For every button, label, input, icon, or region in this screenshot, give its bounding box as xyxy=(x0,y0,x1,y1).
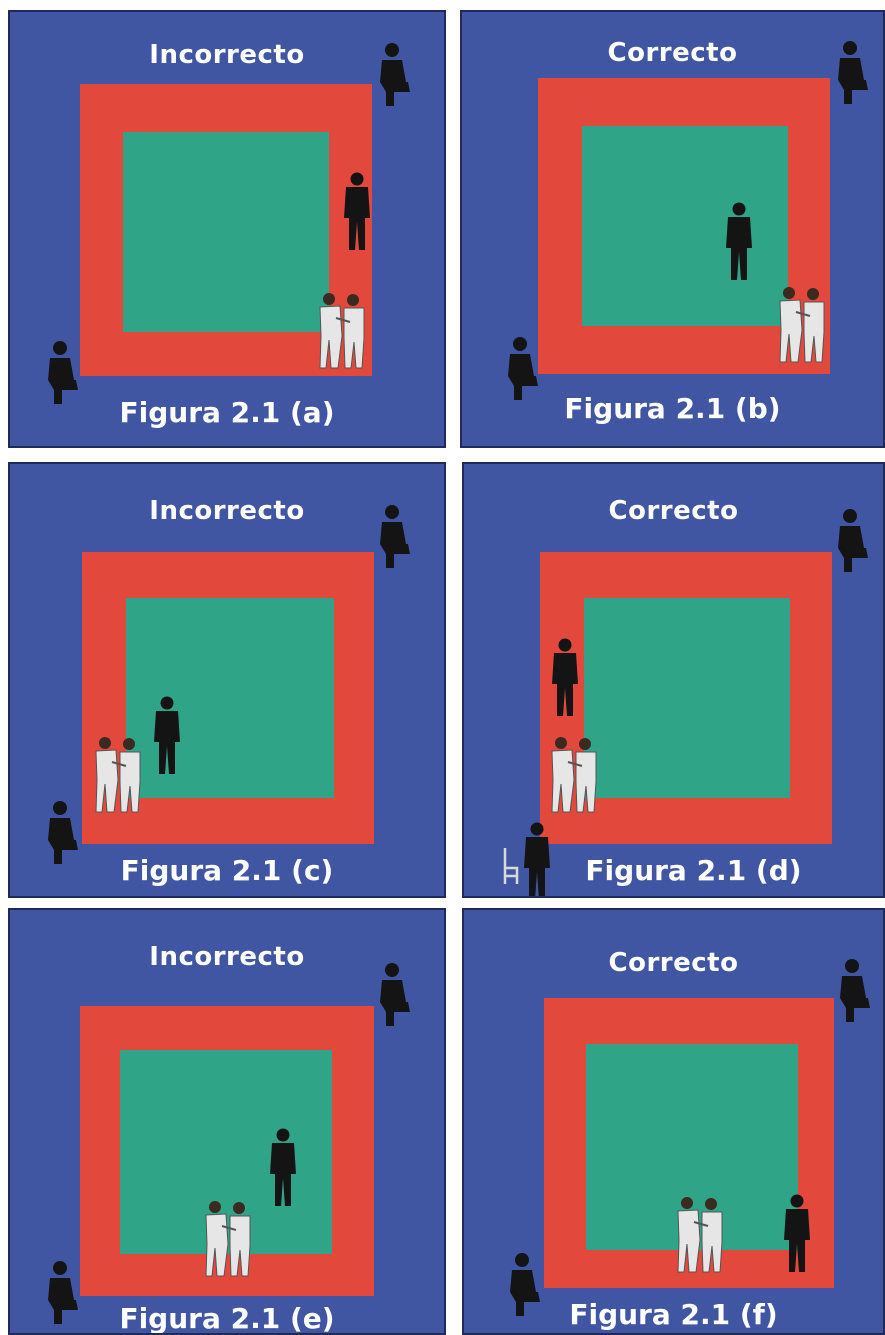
panel-a: Incorrecto Figura 2.1 (a) xyxy=(8,10,446,448)
panel-b: Correcto Figura 2.1 (b) xyxy=(460,10,885,448)
judge-seated-icon xyxy=(502,336,542,402)
judge-seated-icon xyxy=(42,340,82,406)
judoka-pair-icon xyxy=(202,1200,254,1278)
referee-icon xyxy=(268,1128,298,1206)
judge-seated-icon xyxy=(832,508,872,574)
judoka-pair-icon xyxy=(316,292,368,370)
referee-icon xyxy=(724,202,754,280)
contest-area xyxy=(584,598,790,798)
judge-seated-icon xyxy=(374,42,414,108)
panel-title: Correcto xyxy=(464,496,883,526)
judge-standing-icon xyxy=(522,822,552,898)
panel-d: Correcto Figura 2.1 (d) xyxy=(462,462,885,898)
judge-seated-icon xyxy=(374,962,414,1028)
judge-seated-icon xyxy=(42,1260,82,1326)
chair-icon xyxy=(502,846,520,886)
contest-area xyxy=(582,126,788,326)
judoka-pair-icon xyxy=(92,736,144,814)
judoka-pair-icon xyxy=(776,286,828,364)
judoka-pair-icon xyxy=(548,736,600,814)
judoka-pair-icon xyxy=(674,1196,726,1274)
panel-title: Correcto xyxy=(464,948,883,978)
panel-e: Incorrecto Figura 2.1 (e) xyxy=(8,908,446,1335)
panel-c: Incorrecto Figura 2.1 (c) xyxy=(8,462,446,898)
judge-seated-icon xyxy=(504,1252,544,1318)
referee-icon xyxy=(782,1194,812,1272)
judge-seated-icon xyxy=(374,504,414,570)
judge-seated-icon xyxy=(834,958,874,1024)
referee-icon xyxy=(550,638,580,716)
panel-f: Correcto Figura 2.1 (f) xyxy=(462,908,885,1335)
referee-icon xyxy=(152,696,182,774)
contest-area xyxy=(123,132,329,332)
panel-title: Correcto xyxy=(462,38,883,68)
referee-icon xyxy=(342,172,372,250)
judge-seated-icon xyxy=(832,40,872,106)
judge-seated-icon xyxy=(42,800,82,866)
